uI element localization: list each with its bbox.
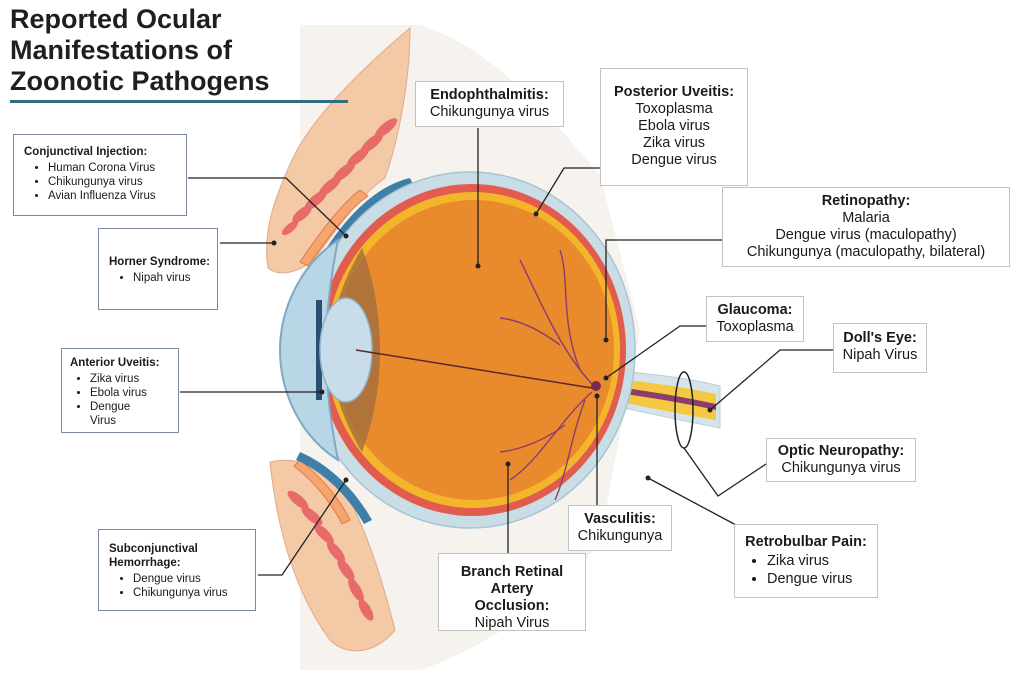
callout-item: Ebola virus xyxy=(90,386,174,400)
callout-item: Avian Influenza Virus xyxy=(48,189,180,203)
callout-optic-neuropathy: Optic Neuropathy: Chikungunya virus xyxy=(766,438,916,482)
callout-list: Zika virus Dengue virus xyxy=(739,552,873,588)
callout-line: Toxoplasma xyxy=(711,319,799,336)
callout-item: Zika virus xyxy=(767,552,873,570)
callout-list: Zika virus Ebola virus Dengue Virus xyxy=(70,372,174,428)
callout-line: Nipah Virus xyxy=(838,347,922,364)
callout-item: Dengue virus xyxy=(767,570,873,588)
callout-heading: Conjunctival Injection: xyxy=(24,145,180,159)
callout-line: Ebola virus xyxy=(605,118,743,135)
callout-horner-syndrome: Horner Syndrome: Nipah virus xyxy=(98,228,218,310)
callout-conjunctival-injection: Conjunctival Injection: Human Corona Vir… xyxy=(13,134,187,216)
callout-glaucoma: Glaucoma: Toxoplasma xyxy=(706,296,804,342)
callout-dolls-eye: Doll's Eye: Nipah Virus xyxy=(833,323,927,373)
callout-line: Nipah Virus xyxy=(443,615,581,632)
callout-heading: Retinopathy: xyxy=(727,193,1005,210)
callout-item: Human Corona Virus xyxy=(48,161,180,175)
callout-line: Chikungunya xyxy=(573,528,667,545)
callout-heading: Posterior Uveitis: xyxy=(605,84,743,101)
callout-branch-retinal-artery-occlusion: Branch Retinal Artery Occlusion: Nipah V… xyxy=(438,553,586,631)
callout-list: Human Corona Virus Chikungunya virus Avi… xyxy=(24,161,180,203)
callout-line: Malaria xyxy=(727,210,1005,227)
callout-heading: Retrobulbar Pain: xyxy=(739,534,873,551)
callout-list: Dengue virus Chikungunya virus xyxy=(109,572,251,600)
callout-line: Chikungunya (maculopathy, bilateral) xyxy=(727,244,1005,261)
callout-heading: Doll's Eye: xyxy=(838,330,922,347)
callout-item: Dengue Virus xyxy=(90,400,150,428)
callout-item: Chikungunya virus xyxy=(133,586,251,600)
callout-vasculitis: Vasculitis: Chikungunya xyxy=(568,505,672,551)
lens xyxy=(320,298,372,402)
callout-item: Zika virus xyxy=(90,372,174,386)
callout-retrobulbar-pain: Retrobulbar Pain: Zika virus Dengue viru… xyxy=(734,524,878,598)
callout-posterior-uveitis: Posterior Uveitis: Toxoplasma Ebola viru… xyxy=(600,68,748,186)
callout-line: Dengue virus xyxy=(605,152,743,169)
callout-line: Dengue virus (maculopathy) xyxy=(727,227,1005,244)
callout-line: Chikungunya virus xyxy=(420,104,559,121)
callout-heading: Branch Retinal Artery Occlusion: xyxy=(452,564,572,615)
callout-list: Nipah virus xyxy=(109,271,213,285)
callout-item: Dengue virus xyxy=(133,572,251,586)
callout-heading: Horner Syndrome: xyxy=(109,255,213,269)
callout-line: Zika virus xyxy=(605,135,743,152)
callout-item: Nipah virus xyxy=(133,271,213,285)
callout-line: Toxoplasma xyxy=(605,101,743,118)
callout-retinopathy: Retinopathy: Malaria Dengue virus (macul… xyxy=(722,187,1010,267)
page-title: Reported Ocular Manifestations of Zoonot… xyxy=(10,4,350,97)
callout-item: Chikungunya virus xyxy=(48,175,180,189)
callout-endophthalmitis: Endophthalmitis: Chikungunya virus xyxy=(415,81,564,127)
callout-heading: Vasculitis: xyxy=(573,511,667,528)
callout-heading: Glaucoma: xyxy=(711,302,799,319)
callout-heading: Optic Neuropathy: xyxy=(771,443,911,460)
callout-heading: Endophthalmitis: xyxy=(420,87,559,104)
macula xyxy=(591,381,601,391)
callout-heading: Anterior Uveitis: xyxy=(70,356,174,370)
callout-heading: Subconjunctival Hemorrhage: xyxy=(109,542,209,570)
callout-anterior-uveitis: Anterior Uveitis: Zika virus Ebola virus… xyxy=(61,348,179,433)
title-underline xyxy=(10,100,348,103)
callout-line: Chikungunya virus xyxy=(771,460,911,477)
callout-subconjunctival-hemorrhage: Subconjunctival Hemorrhage: Dengue virus… xyxy=(98,529,256,611)
